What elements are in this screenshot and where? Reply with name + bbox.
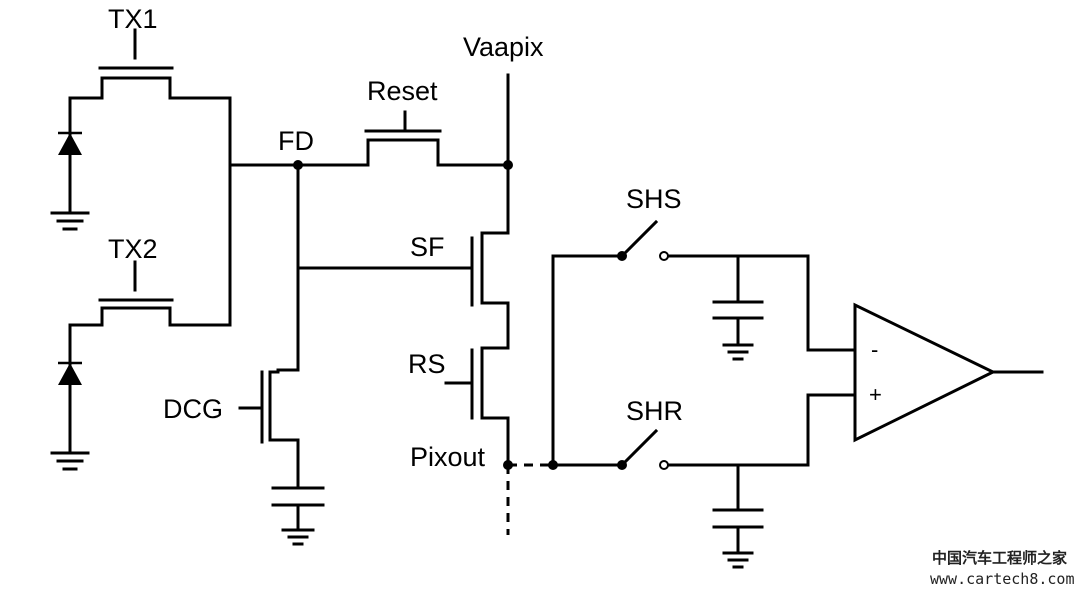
dcg-capacitor [271,486,325,532]
watermark-title: 中国汽车工程师之家 [932,549,1067,567]
shs-switch [619,219,854,352]
shr-capacitor [712,508,764,555]
vaapix-junction-dot [503,160,513,170]
sf-transistor [470,231,510,350]
shs-capacitor [712,300,764,347]
label-shr: SHR [626,396,683,426]
label-fd: FD [278,126,314,156]
amp-plus-sign: + [869,382,882,407]
rs-transistor [444,346,510,467]
label-pixout: Pixout [410,442,486,472]
shr-pivot-dot [617,460,627,470]
photodiode-2 [58,361,82,455]
photodiode-1 [58,131,82,215]
shs-pivot-dot [617,251,627,261]
pixout-column-line [506,463,553,535]
dcg-transistor [238,368,300,490]
label-sf: SF [410,232,445,262]
ground-symbol-dcg [281,528,315,546]
label-vaapix: Vaapix [463,32,544,62]
label-reset: Reset [367,76,438,106]
label-dcg: DCG [163,394,223,424]
ground-symbol-pd1 [50,211,90,231]
sample-hold-bus [551,254,624,467]
label-shs: SHS [626,184,682,214]
bus-junction-dot [548,460,558,470]
ground-symbol-pd2 [50,451,90,471]
watermark-url: www.cartech8.com [930,570,1075,588]
fd-junction-dot [293,160,303,170]
label-rs: RS [408,349,446,379]
ground-symbol-shs [722,343,754,361]
amp-minus-sign: - [871,337,878,362]
ground-symbol-shr [722,551,754,569]
label-tx1: TX1 [108,4,158,34]
shr-contact [659,460,669,470]
pixout-junction-dot [503,460,513,470]
shs-contact [659,251,669,261]
reset-transistor [364,110,510,167]
tx1-transistor [68,28,232,157]
tx2-transistor [68,260,232,387]
differential-amplifier [853,302,1044,443]
fd-node-wiring [228,96,474,372]
label-tx2: TX2 [108,234,158,264]
shr-switch [619,393,854,512]
